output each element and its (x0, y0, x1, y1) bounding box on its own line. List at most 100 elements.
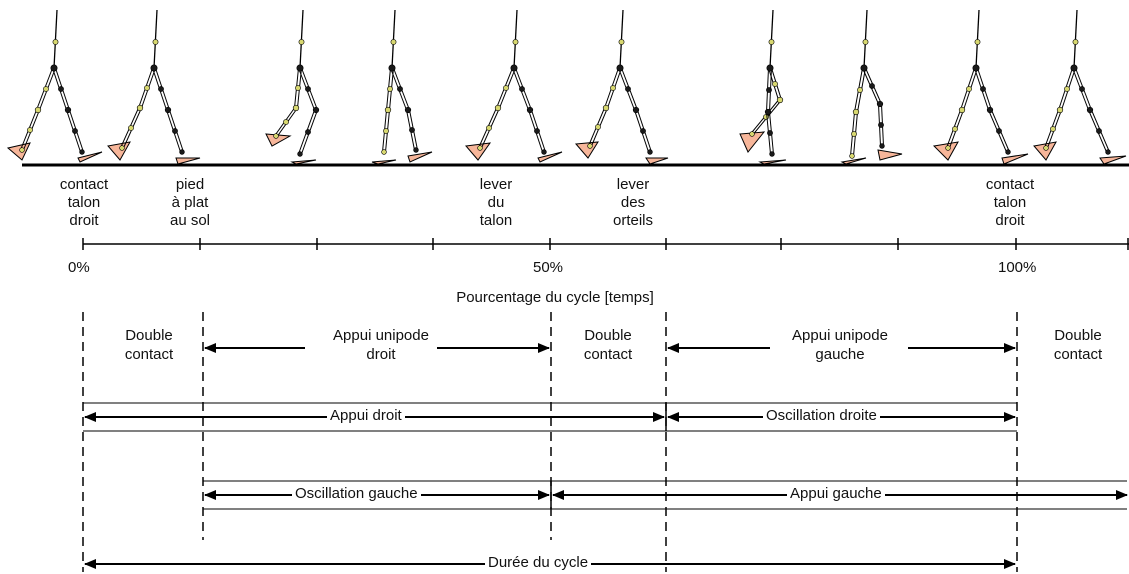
event-label-contact-talon-droit-2: contact talon droit (985, 176, 1035, 229)
event-label-lever-des-orteils: lever des orteils (612, 176, 653, 229)
figure-7-rear-leg-marker (763, 114, 769, 120)
figure-10-rear-leg-ankle (1043, 145, 1049, 151)
figure-6-trunk (619, 9, 624, 69)
figure-3-front-leg-foot (290, 159, 317, 165)
figure-10-front-leg-marker (1096, 128, 1102, 134)
figure-5-front-leg-ankle (541, 149, 547, 155)
figure-5-front-leg-marker (519, 86, 525, 92)
phase-appui-unipode-gauche: Appui unipode gauche (792, 327, 888, 363)
figure-6-trunk-marker (618, 39, 625, 45)
figure-6-hip (616, 64, 624, 72)
figure-10-front-leg-knee (1086, 106, 1094, 114)
figure-4-front-leg-marker (397, 86, 403, 92)
event-label-contact-talon-droit-1: contact talon droit (59, 176, 109, 229)
figure-6-rear-leg-marker (610, 85, 616, 91)
walking-figures (6, 9, 1127, 165)
figure-7-front-leg-marker (766, 87, 772, 93)
event-label-pied-a-plat: pied à plat au sol (169, 176, 211, 229)
figure-9-trunk-marker (974, 39, 981, 45)
figure-7-front-leg-marker (767, 130, 773, 136)
label-oscillation-droite: Oscillation droite (763, 407, 880, 424)
phase-boundaries (82, 312, 1018, 572)
figure-9-front-leg-knee (986, 106, 994, 114)
figure-1-front-leg-knee (64, 106, 72, 114)
figure-2-rear-leg-knee (136, 104, 144, 112)
figure-1-trunk (53, 9, 58, 69)
figure-10-front-leg-marker (1079, 86, 1085, 92)
figure-9-rear-leg-ankle (945, 145, 951, 151)
percent-label-50: 50% (533, 259, 564, 276)
figure-5-rear-leg-ankle (477, 145, 483, 151)
figure-7-hip (766, 64, 774, 72)
figure-2-hip (150, 64, 158, 72)
figure-10-rear-leg-knee (1056, 106, 1064, 114)
figure-3-rear-leg-knee (292, 104, 300, 112)
figure-5-rear-leg-marker (503, 85, 509, 91)
figure-10-hip (1070, 64, 1078, 72)
figure-5-trunk-marker (512, 39, 519, 45)
figure-1-rear-leg-knee (34, 106, 42, 114)
figure-8-rear-leg-knee (852, 108, 860, 116)
figure-8-front-leg-ankle (879, 143, 885, 149)
figure-9-rear-leg-foot (932, 141, 959, 161)
figure-8-rear-leg-marker (851, 131, 857, 137)
figure-1-rear-leg-marker (43, 86, 49, 92)
figure-3-rear-leg-ankle (273, 133, 279, 139)
percent-label-100: 100% (998, 259, 1037, 276)
figure-5-trunk (513, 9, 518, 69)
figure-1-front-leg-marker (58, 86, 64, 92)
figure-3-rear-leg-marker (283, 119, 289, 125)
figure-4-front-leg-foot (407, 151, 433, 163)
figure-4-rear-leg-marker (383, 128, 389, 134)
label-oscillation-gauche: Oscillation gauche (292, 485, 421, 502)
figure-4-front-leg-marker (409, 127, 415, 133)
figure-5-front-leg-marker (534, 128, 540, 134)
figure-10-rear-leg-marker (1050, 126, 1056, 132)
figure-9-front-leg-marker (980, 86, 986, 92)
figure-7-rear-leg-marker (772, 81, 778, 87)
figure-6-rear-leg-foot (574, 141, 599, 159)
figure-3-front-leg-marker (305, 86, 311, 92)
figure-4-front-leg-knee (404, 106, 412, 114)
figure-2-rear-leg-ankle (119, 145, 125, 151)
figure-5-front-leg-foot (537, 151, 563, 163)
figure-9-front-leg-ankle (1005, 149, 1011, 155)
figure-5-hip (510, 64, 518, 72)
figure-3-front-leg-marker (305, 129, 311, 135)
percent-label-0: 0% (68, 259, 90, 276)
figure-3-trunk-marker (298, 39, 305, 45)
figure-1-trunk-marker (52, 39, 59, 45)
figure-2-rear-leg-foot (107, 141, 131, 161)
figure-9-rear-leg-knee (958, 106, 966, 114)
figure-10-trunk-marker (1072, 39, 1079, 45)
figure-6-front-leg-knee (632, 106, 640, 114)
figure-9-rear-leg-marker (952, 126, 958, 132)
figure-5-rear-leg-foot (465, 142, 492, 161)
figure-2-front-leg-ankle (179, 149, 185, 155)
figure-9-rear-leg-marker (966, 86, 972, 92)
cycle-axis (82, 238, 1129, 250)
event-label-lever-du-talon: lever du talon (479, 176, 513, 229)
figure-8-trunk-marker (862, 39, 869, 45)
phase-appui-unipode-droit: Appui unipode droit (333, 327, 429, 363)
figure-7-trunk-marker (768, 39, 775, 45)
figure-4-rear-leg-foot (371, 159, 397, 165)
figure-5-rear-leg-knee (494, 104, 502, 112)
phase-double-contact-1: Double contact (124, 327, 174, 363)
figure-2-front-leg-foot (175, 157, 201, 165)
figure-10-rear-leg-marker (1064, 86, 1070, 92)
figure-8-rear-leg-ankle (849, 153, 855, 159)
figure-2-front-leg-marker (158, 86, 164, 92)
figure-1-rear-leg-foot (6, 142, 31, 161)
figure-6-rear-leg-knee (602, 104, 610, 112)
figure-6-front-leg-foot (645, 157, 669, 165)
figure-10-front-leg-foot (1099, 155, 1127, 165)
figure-7-rear-leg-ankle (749, 131, 755, 137)
figure-4-rear-leg-marker (387, 86, 393, 92)
figure-3-hip (296, 64, 304, 72)
figure-7-trunk (769, 9, 774, 69)
figure-6-front-leg-ankle (647, 149, 653, 155)
figure-8-front-leg-foot (877, 149, 903, 161)
figure-9-hip (972, 64, 980, 72)
figure-3-front-leg-ankle (297, 151, 303, 157)
